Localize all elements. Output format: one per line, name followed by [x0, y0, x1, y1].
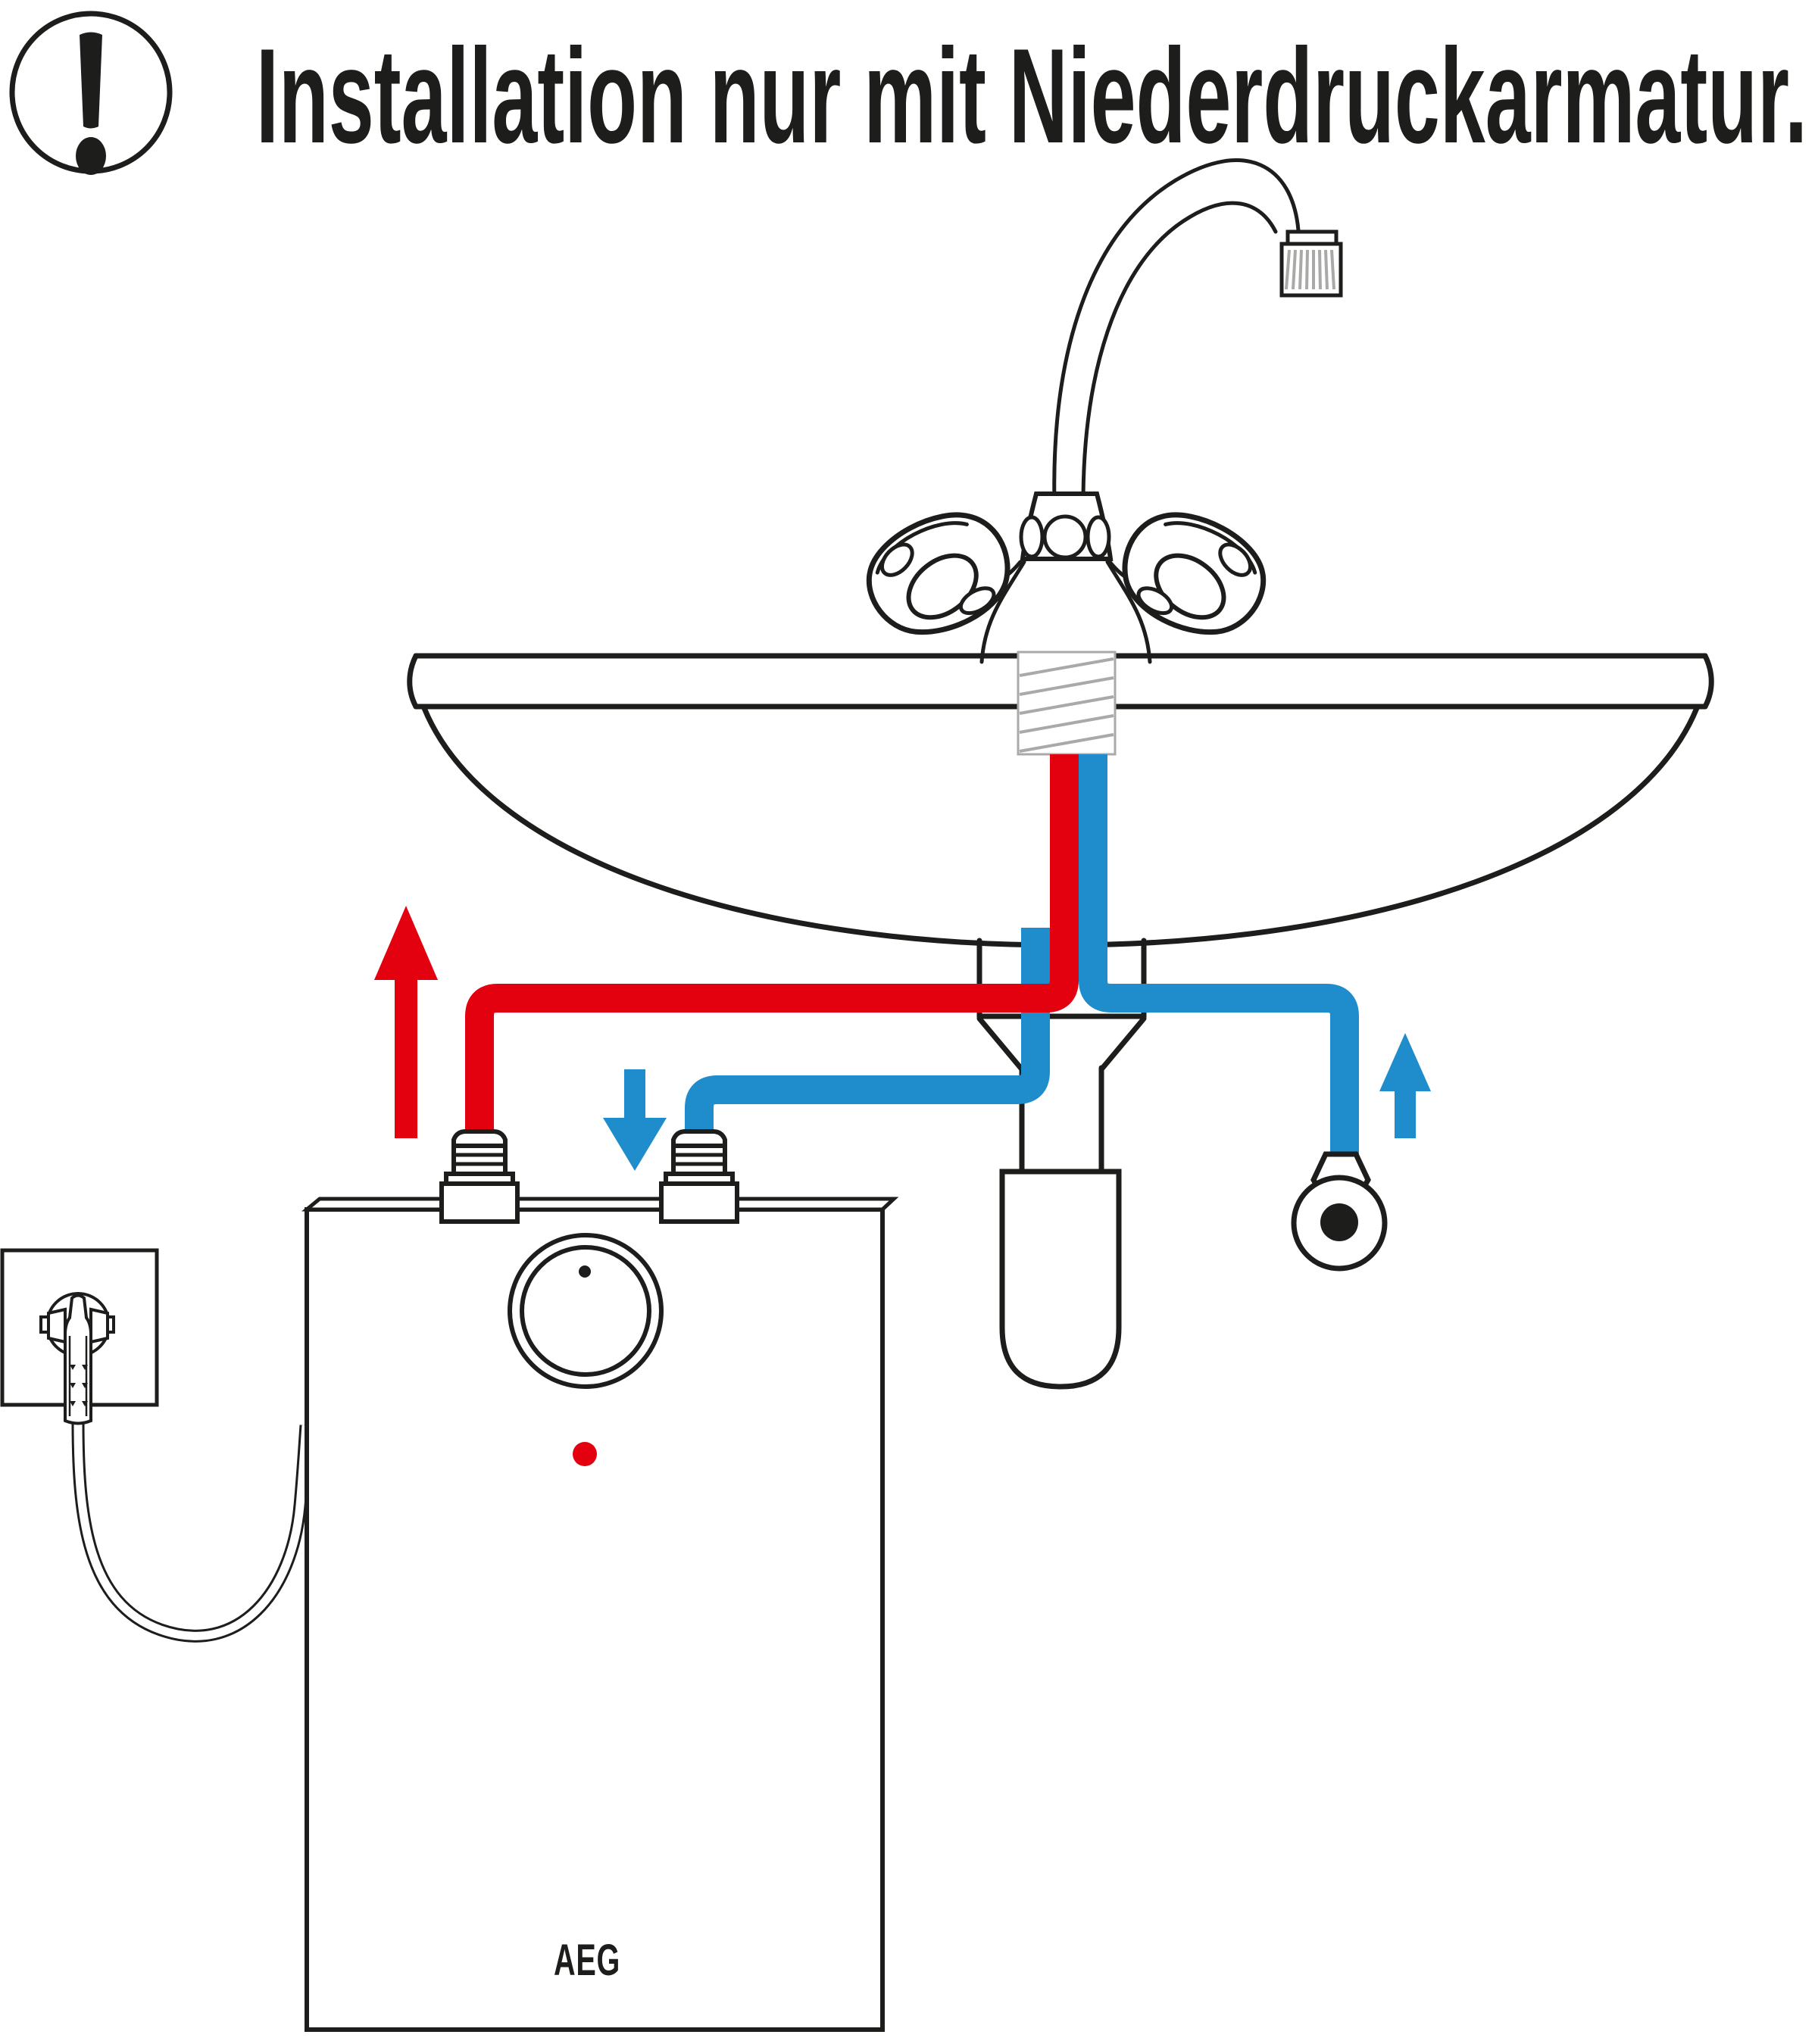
power-cord [71, 1421, 313, 1643]
faucet [855, 158, 1343, 664]
valve-knob-icon [1320, 1203, 1358, 1241]
aerator-icon [1279, 229, 1343, 298]
hot-water-up-arrow [374, 906, 438, 1138]
knob-marker-dot [579, 1265, 591, 1278]
faucet-base [979, 560, 1152, 664]
brand-logo: AEG [554, 1936, 620, 1985]
cold-inlet-fitting [661, 1131, 737, 1222]
indicator-led [573, 1442, 597, 1466]
page-title: Installation nur mit Niederdruckarmatur. [256, 20, 1807, 171]
cold-water-down-arrow [603, 1069, 667, 1171]
water-heater: AEG [301, 1131, 899, 2032]
hot-water-pipe [465, 754, 1079, 1134]
faucet-tailpiece [1017, 651, 1117, 756]
faucet-spout [1052, 158, 1301, 505]
temperature-knob [508, 1233, 664, 1389]
hot-outlet-fitting [442, 1131, 517, 1222]
cold-supply-up-arrow [1379, 1033, 1431, 1138]
warning-icon [9, 11, 173, 175]
drain-trap [976, 938, 1147, 1390]
heater-top-edge [301, 1197, 899, 1212]
cold-feed-to-heater-pipe [685, 928, 1050, 1134]
power-plug [39, 1292, 115, 1425]
cold-supply-pipe [1079, 754, 1359, 1154]
angle-valve [1291, 1151, 1388, 1272]
